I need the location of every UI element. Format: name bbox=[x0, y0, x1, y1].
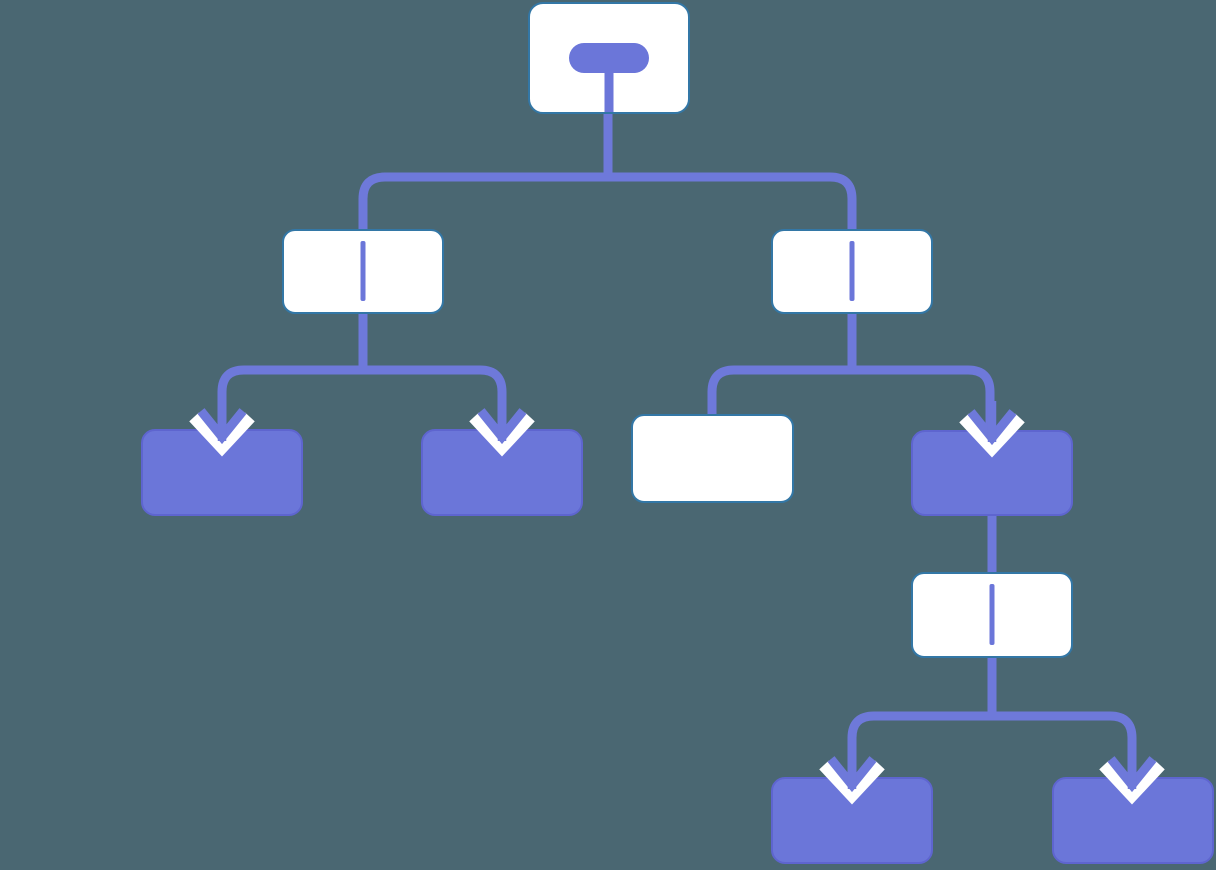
connector-tier-3 bbox=[847, 711, 1137, 794]
arrow-down-icon bbox=[189, 400, 255, 457]
chevron-white-highlight bbox=[819, 760, 885, 805]
decision-divider-line bbox=[989, 584, 995, 645]
chevron-white-highlight bbox=[189, 412, 255, 457]
node-decision-bottom[interactable] bbox=[911, 572, 1073, 658]
arrow-down-icon bbox=[959, 401, 1025, 458]
chevron-white-highlight bbox=[469, 412, 535, 457]
decision-divider-line bbox=[360, 241, 366, 301]
connector-tier-2-left bbox=[217, 365, 507, 446]
topic-pill-stem bbox=[604, 71, 614, 112]
node-branch-left[interactable] bbox=[282, 229, 444, 314]
card-box bbox=[631, 414, 794, 503]
chevron-white-highlight bbox=[959, 413, 1025, 458]
node-card-right-plain[interactable] bbox=[631, 414, 794, 503]
node-root-topic[interactable] bbox=[528, 2, 690, 114]
topic-pill bbox=[569, 43, 649, 73]
arrow-down-icon bbox=[469, 400, 535, 457]
chevron-white-highlight bbox=[1099, 760, 1165, 805]
decision-divider-line bbox=[849, 241, 855, 301]
node-branch-right[interactable] bbox=[771, 229, 933, 314]
connector-tier-2-right bbox=[707, 365, 995, 447]
arrow-down-icon bbox=[819, 748, 885, 805]
connector-tier-1 bbox=[358, 172, 857, 372]
arrow-down-icon bbox=[1099, 748, 1165, 805]
